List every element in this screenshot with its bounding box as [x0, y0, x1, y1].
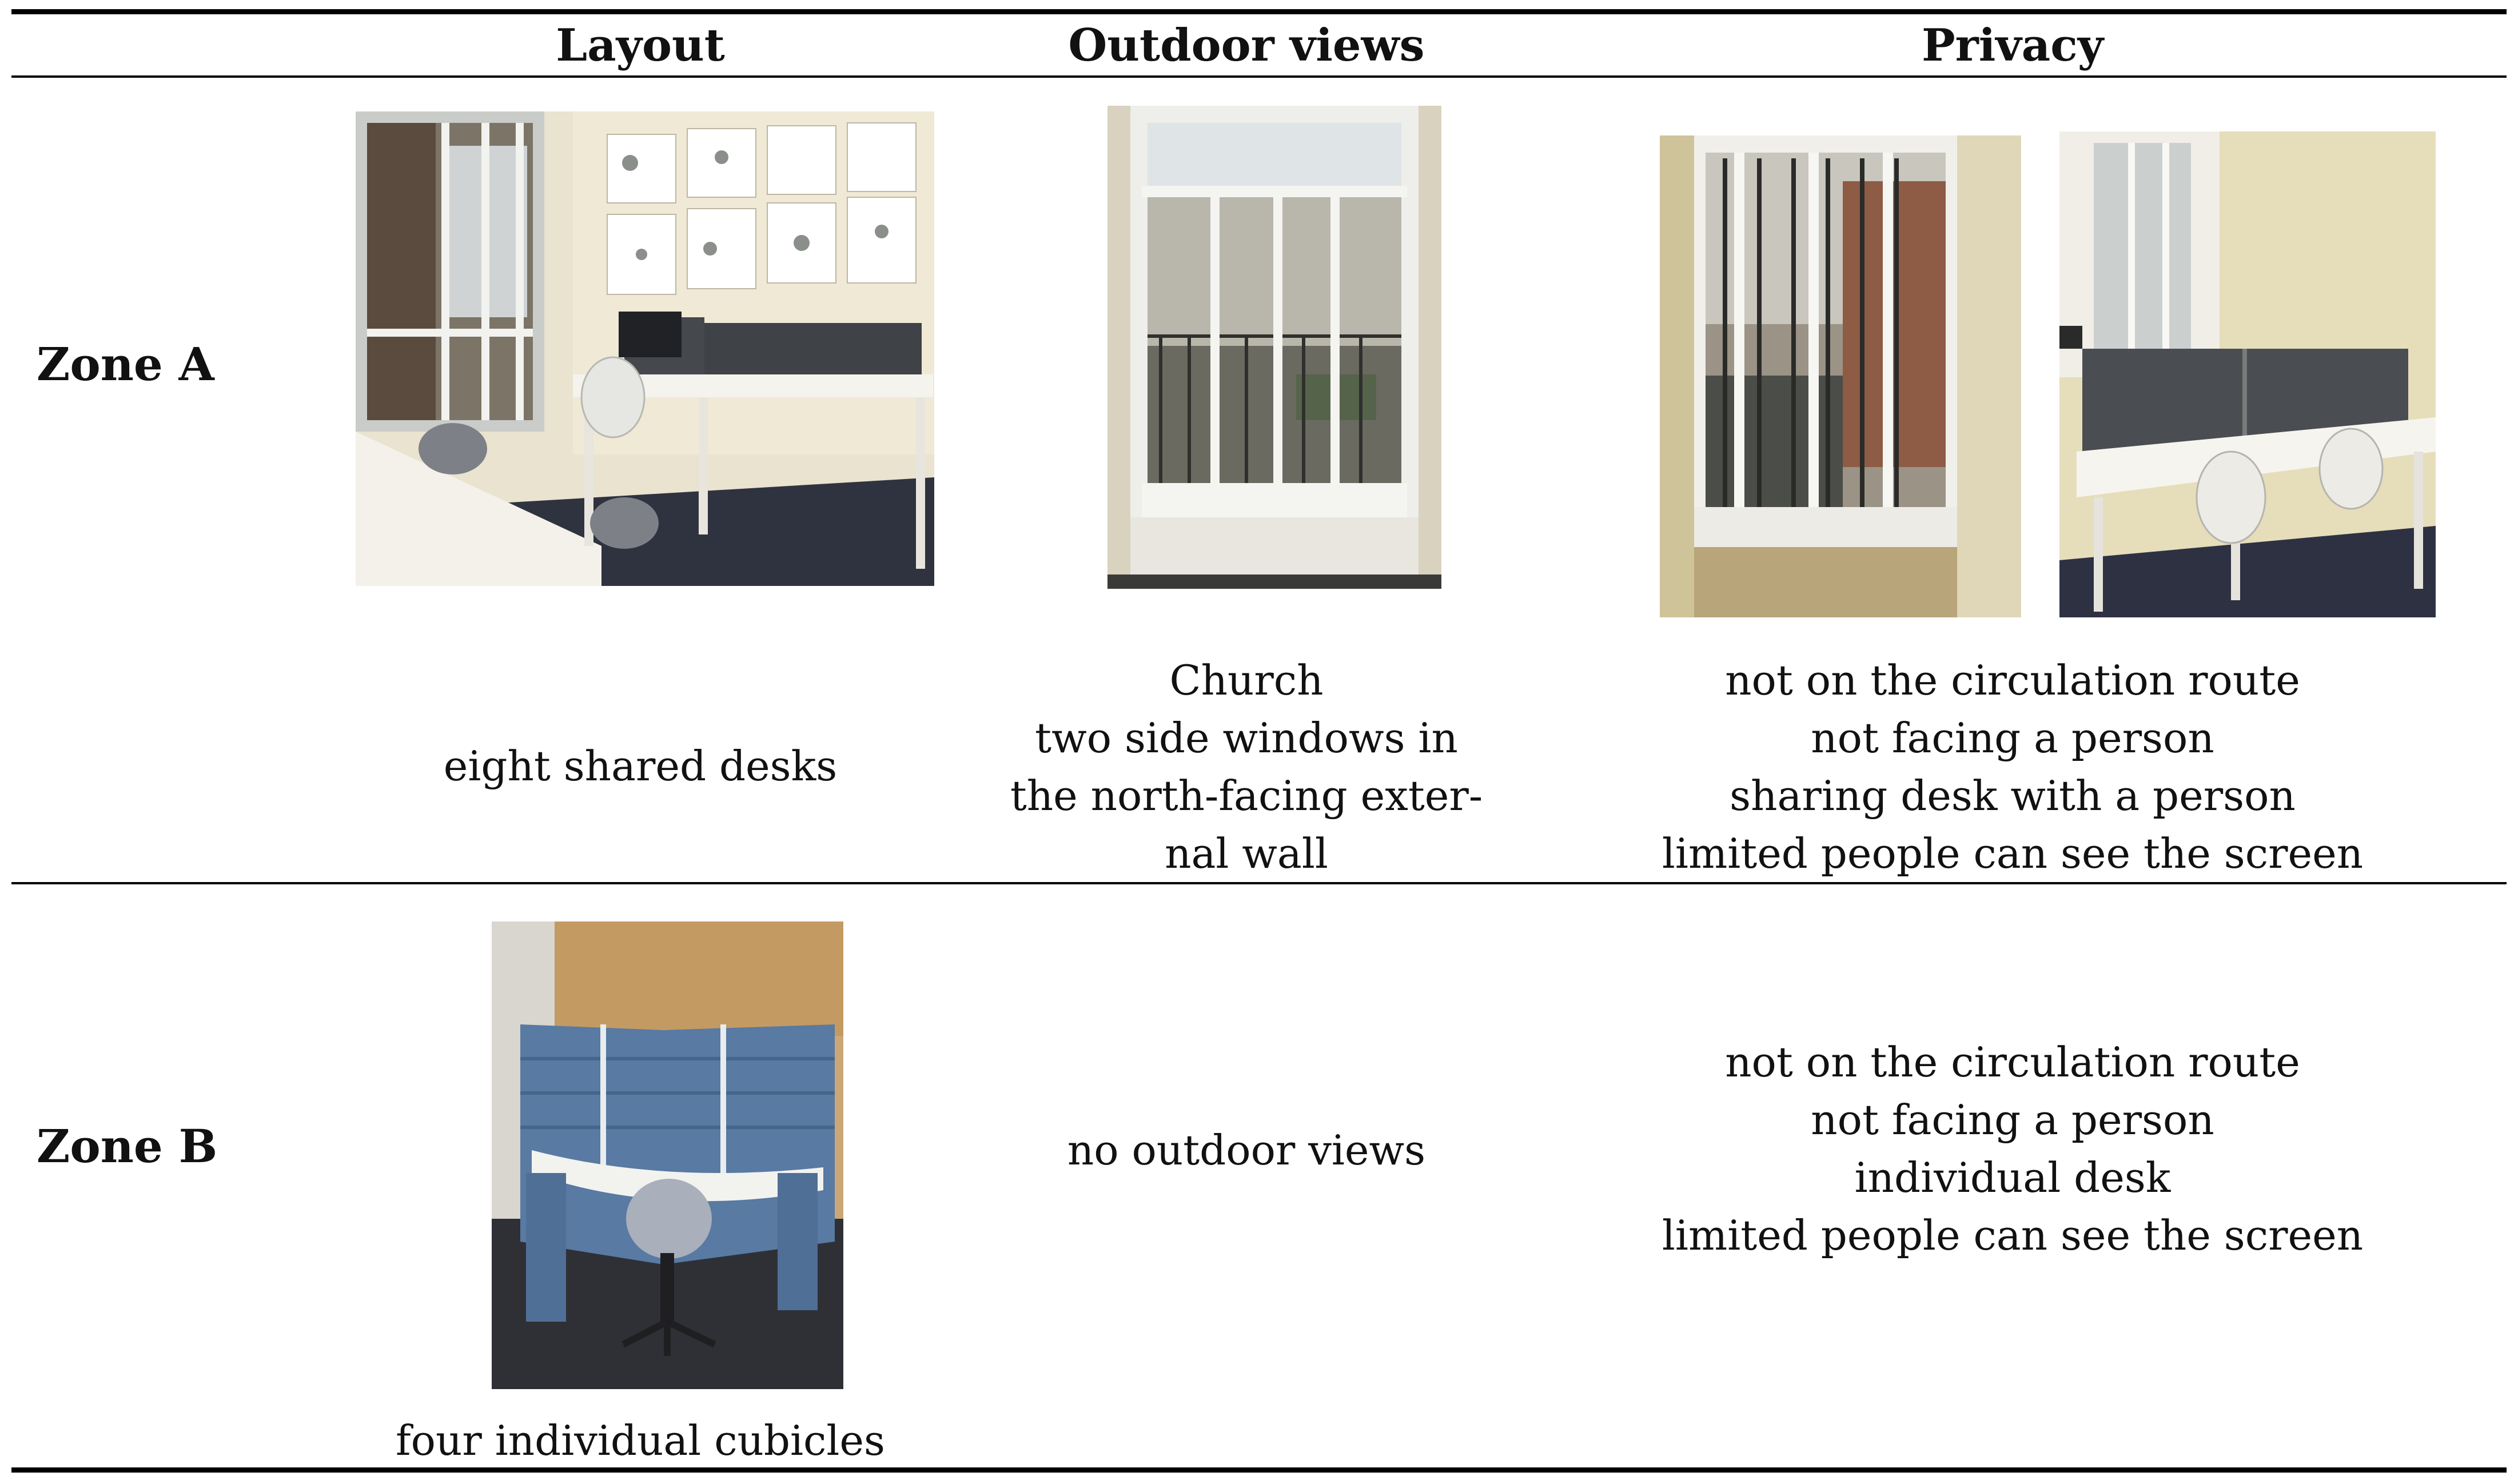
zone-a-outdoor-line: Church: [1169, 656, 1324, 704]
zone-a-outdoor-photo: [1107, 106, 1441, 589]
zone-b-layout-photo: [492, 921, 843, 1389]
zone-a-outdoor-line: the north-facing exter-: [1010, 772, 1483, 820]
zone-a-layout-text: eight shared desks: [443, 742, 838, 790]
zone-a-outdoor-line: two side windows in: [1035, 714, 1458, 762]
zone-b-privacy-line: not facing a person: [1811, 1096, 2214, 1144]
header-outdoor-views: Outdoor views: [1068, 19, 1425, 71]
zone-a-outdoor-text: Church two side windows in the north-fac…: [1006, 652, 1487, 883]
zone-a-privacy-photo-window: [1660, 135, 2021, 617]
zone-a-privacy-line: not facing a person: [1811, 714, 2214, 762]
table-row-divider: [11, 882, 2507, 884]
table-header-rule: [11, 75, 2507, 78]
zone-b-privacy-text: not on the circulation route not facing …: [1647, 1034, 2378, 1264]
zone-a-outdoor-line: nal wall: [1165, 829, 1328, 877]
zone-b-privacy-line: individual desk: [1854, 1154, 2171, 1202]
zone-b-layout-text: four individual cubicles: [396, 1417, 885, 1465]
zone-a-privacy-text: not on the circulation route not facing …: [1647, 652, 2378, 883]
zone-a-privacy-line: not on the circulation route: [1725, 656, 2300, 704]
zone-a-privacy-line: sharing desk with a person: [1730, 772, 2296, 820]
zone-b-privacy-line: not on the circulation route: [1725, 1038, 2300, 1086]
zone-b-privacy-line: limited people can see the screen: [1662, 1211, 2364, 1259]
table-bottom-rule: [11, 1467, 2507, 1473]
zone-b-outdoor-text: no outdoor views: [1067, 1126, 1426, 1174]
header-privacy: Privacy: [1921, 19, 2104, 71]
zone-a-layout-photo: [356, 111, 934, 586]
table-top-rule: [11, 9, 2507, 14]
zone-a-label: Zone A: [37, 337, 214, 391]
zone-a-privacy-photo-desks: [2059, 131, 2436, 617]
zone-a-privacy-line: limited people can see the screen: [1662, 829, 2364, 877]
header-layout: Layout: [556, 19, 725, 71]
zone-b-label: Zone B: [37, 1119, 218, 1173]
